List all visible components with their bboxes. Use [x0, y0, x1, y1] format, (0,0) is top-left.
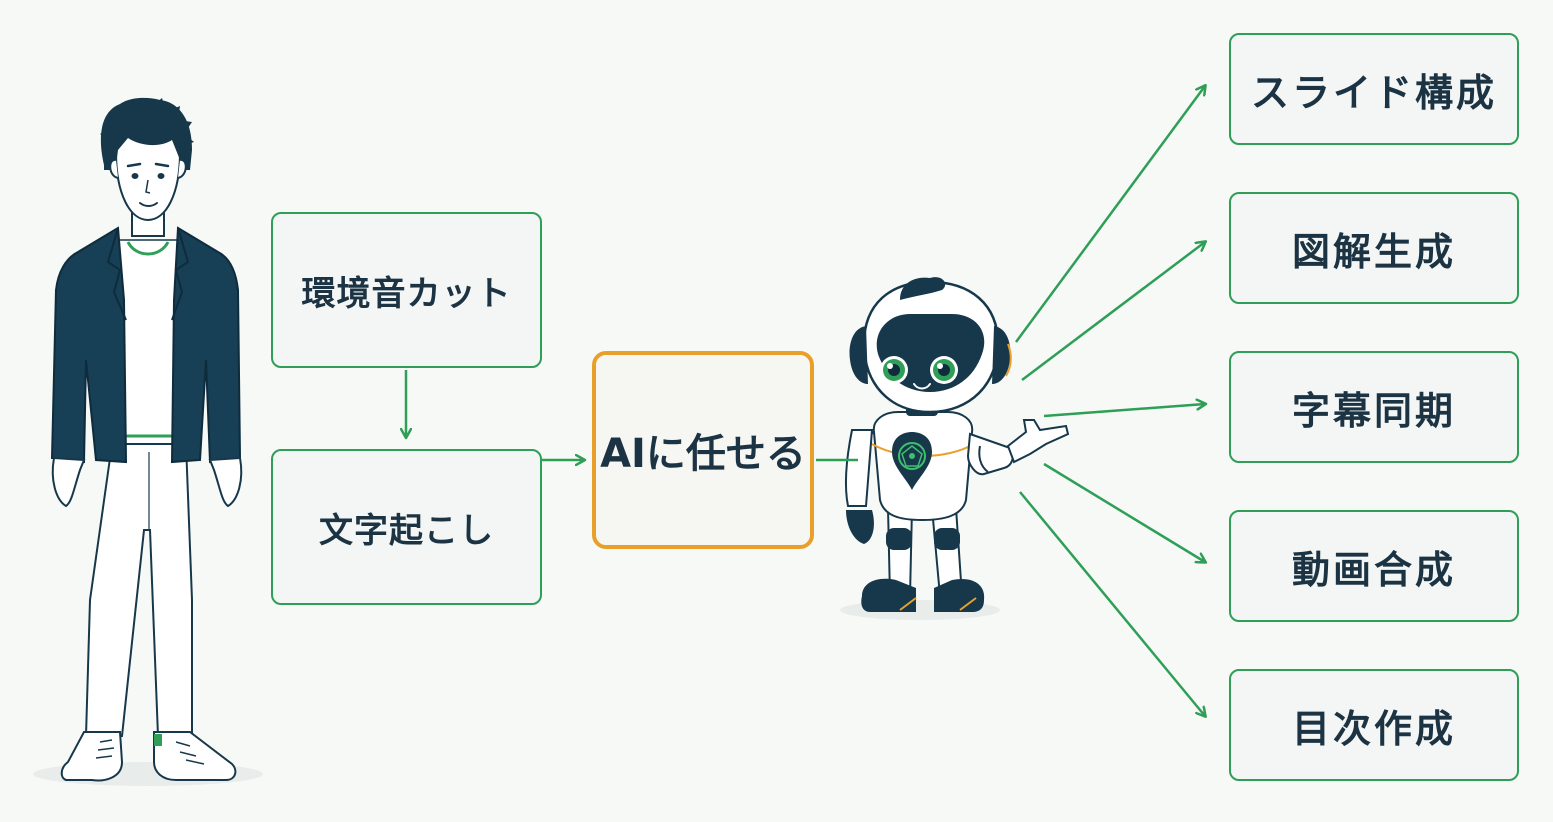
output-toc-creation-label: 目次作成	[1291, 706, 1456, 751]
output-subtitle-sync-label: 字幕同期	[1291, 388, 1456, 433]
arrow-to-video	[1043, 462, 1205, 562]
arrow-to-toc	[1019, 491, 1205, 716]
robot-illustration	[840, 277, 1070, 620]
output-slide-structure-label: スライド構成	[1250, 70, 1497, 115]
arrow-to-diagram	[1021, 242, 1205, 381]
step-transcription: 文字起こし	[271, 449, 542, 605]
output-video-composite-label: 動画合成	[1291, 547, 1456, 592]
ai-box-label: AIに任せる	[600, 431, 806, 477]
output-toc-creation: 目次作成	[1229, 669, 1519, 781]
output-slide-structure: スライド構成	[1229, 33, 1519, 145]
step-noise-cut: 環境音カット	[271, 212, 542, 368]
step-transcription-label: 文字起こし	[319, 510, 494, 551]
arrow-to-subtitle	[1043, 404, 1205, 418]
ai-box: AIに任せる	[592, 351, 814, 549]
output-video-composite: 動画合成	[1229, 510, 1519, 622]
output-subtitle-sync: 字幕同期	[1229, 351, 1519, 463]
connectors	[406, 86, 1205, 716]
person-illustration	[33, 97, 263, 786]
arrow-to-slide	[1014, 86, 1205, 343]
step-noise-cut-label: 環境音カット	[301, 273, 512, 314]
output-diagram-generation-label: 図解生成	[1291, 229, 1456, 274]
output-diagram-generation: 図解生成	[1229, 192, 1519, 304]
